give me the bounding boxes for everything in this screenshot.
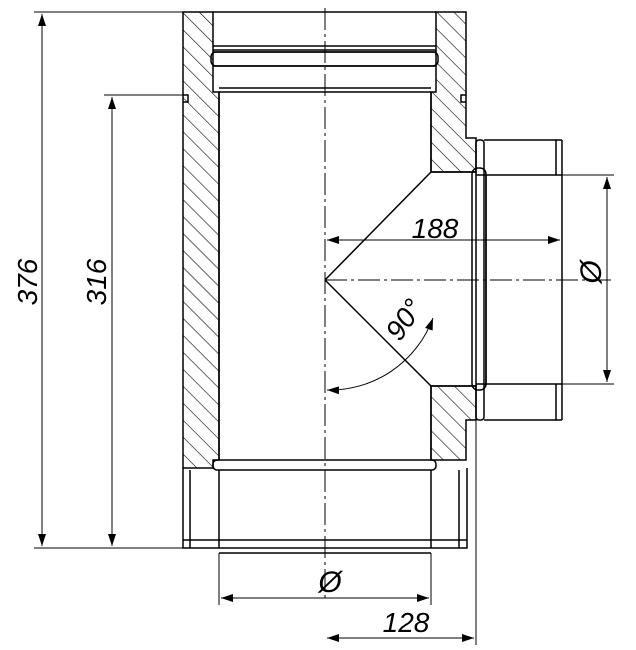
inner-height-label: 316 bbox=[81, 258, 112, 305]
overall-height-label: 376 bbox=[12, 258, 43, 305]
branch-diameter-symbol: Ø bbox=[575, 259, 608, 285]
right-wall-lower-section bbox=[430, 385, 477, 461]
left-wall-section bbox=[182, 11, 220, 469]
angle-arc bbox=[326, 317, 434, 395]
dimension-lines bbox=[34, 11, 614, 645]
main-diameter-symbol: Ø bbox=[317, 566, 343, 599]
section-hatching bbox=[182, 11, 477, 469]
center-lines bbox=[324, 8, 612, 600]
branch-offset-label: 128 bbox=[383, 607, 430, 638]
angle-label: 90° bbox=[379, 293, 429, 345]
main-pipe-outline bbox=[182, 11, 468, 554]
right-wall-upper-section bbox=[430, 11, 477, 173]
branch-length-label: 188 bbox=[412, 213, 459, 244]
